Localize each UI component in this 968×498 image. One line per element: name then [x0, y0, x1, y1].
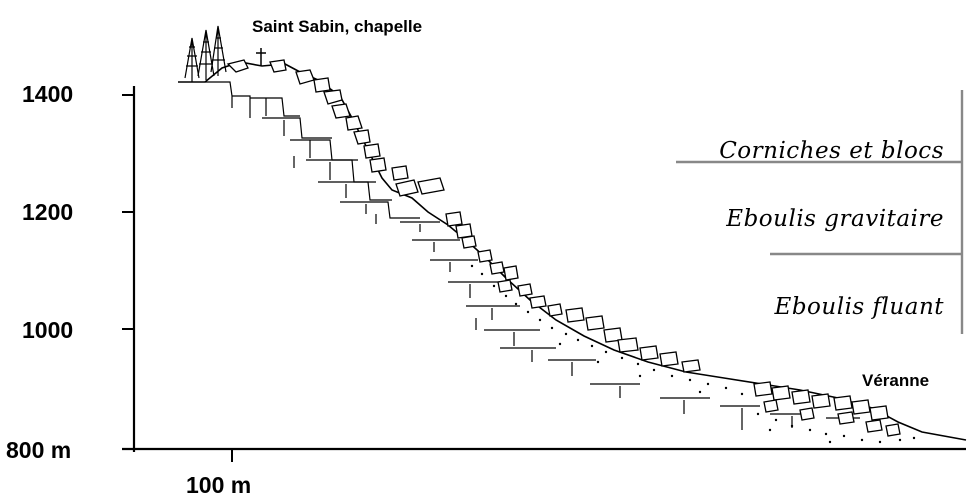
- y-tick-label-1400: 1400: [22, 81, 73, 107]
- y-tick-label-800: 800 m: [6, 437, 71, 463]
- zone-label-gravity-scree: Eboulis gravitaire: [725, 206, 944, 232]
- place-label-base: Véranne: [862, 371, 929, 390]
- fine-debris: [470, 264, 916, 444]
- gravity-scree-blocks: [477, 249, 701, 373]
- chapel-cross-icon: [256, 48, 266, 66]
- slope-surface: [178, 61, 967, 441]
- y-tick-label-1200: 1200: [22, 199, 73, 225]
- zone-label-fluent-scree: Eboulis fluant: [774, 294, 945, 320]
- zone-label-cornices: Corniches et blocs: [719, 138, 944, 164]
- bedrock-strata: [205, 81, 860, 430]
- x-axis: 100 m: [122, 447, 966, 498]
- cornice-blocks: [226, 59, 477, 249]
- x-scale-label: 100 m: [186, 472, 251, 498]
- y-tick-label-1000: 1000: [22, 317, 73, 343]
- place-label-summit: Saint Sabin, chapelle: [252, 17, 422, 36]
- y-axis: 1400 1200 1000 800 m: [6, 81, 136, 463]
- tree-icons: [184, 25, 227, 82]
- fluent-scree-blocks: [753, 381, 901, 437]
- zone-legend: Corniches et blocs Eboulis gravitaire Eb…: [676, 90, 964, 334]
